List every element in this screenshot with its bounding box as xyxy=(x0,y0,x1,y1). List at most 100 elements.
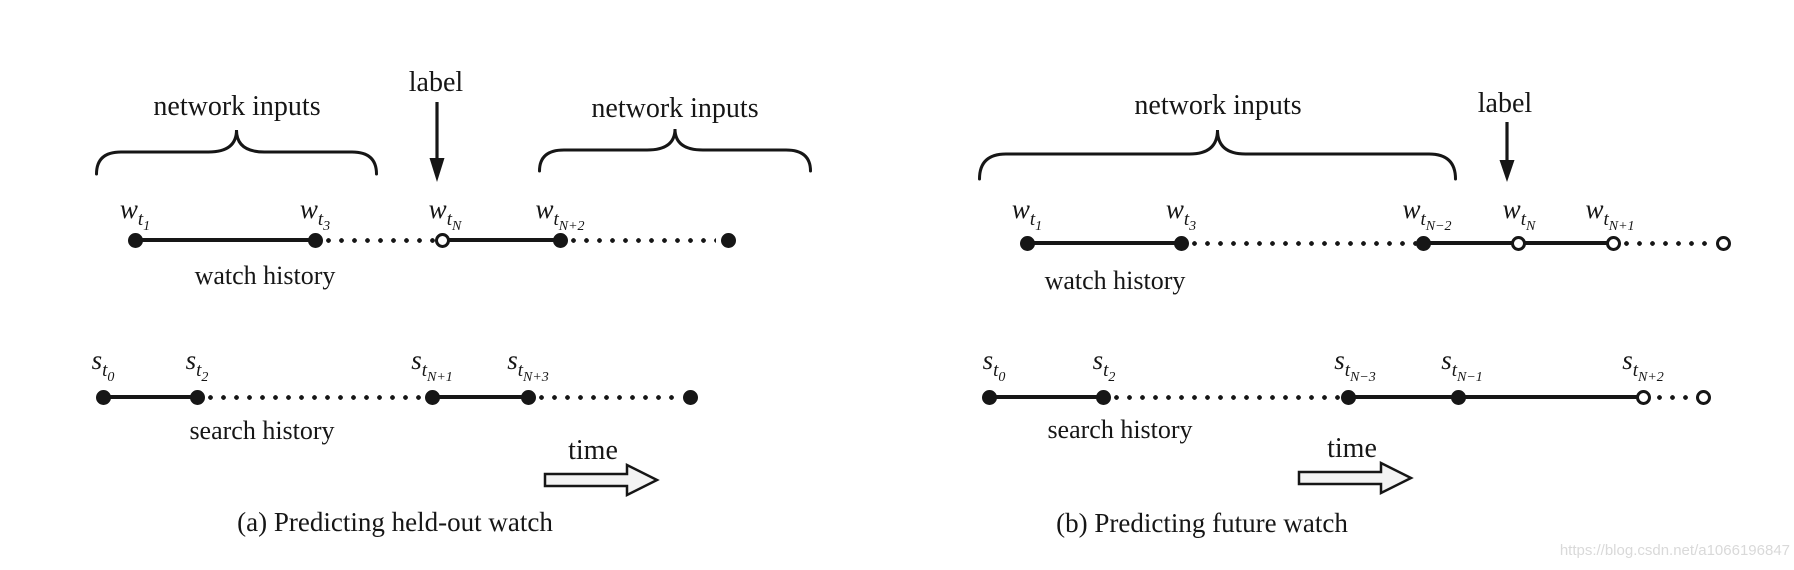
node-base: w xyxy=(428,194,447,224)
node-dot-filled xyxy=(682,389,698,405)
node-subsub: N xyxy=(451,219,462,234)
node-base: s xyxy=(91,345,103,375)
node-label-w-tN2-a: wtN+2 xyxy=(490,194,630,235)
timeline-segment-dotted xyxy=(1188,241,1417,246)
watch-history-label-b: watch history xyxy=(1044,266,1186,295)
node-subsub: N+1 xyxy=(427,370,453,385)
node-subsub: N−2 xyxy=(1425,219,1452,234)
node-subsub: 3 xyxy=(323,219,331,234)
search-history-label-a: search history xyxy=(189,416,335,445)
node-sub: t xyxy=(993,360,999,381)
node-label-w-tN-b: wtN xyxy=(1449,194,1589,235)
timeline-segment-dotted xyxy=(1653,395,1697,400)
node-sub: t xyxy=(1344,360,1350,381)
node-sub: t xyxy=(446,209,452,230)
node-label-w-tNm2-b: wtN−2 xyxy=(1357,194,1497,235)
watch-history-label-a: watch history xyxy=(194,261,336,290)
node-subsub: 3 xyxy=(1189,219,1197,234)
curly-brace-icon xyxy=(538,128,812,173)
node-sub: t xyxy=(196,360,202,381)
node-dot-filled xyxy=(307,232,323,248)
node-label-s-tN3-a: stN+3 xyxy=(458,345,598,386)
node-subsub: N−1 xyxy=(1457,370,1483,385)
node-base: w xyxy=(1011,194,1030,224)
label-text-b: label xyxy=(1477,88,1533,119)
node-sub: t xyxy=(1029,209,1036,230)
node-dot-filled xyxy=(1095,389,1111,405)
network-inputs-label-b: network inputs xyxy=(1134,90,1302,121)
node-label-w-tN1-b: wtN+1 xyxy=(1540,194,1680,235)
node-base: w xyxy=(119,194,138,224)
node-sub: t xyxy=(1183,209,1190,230)
node-dot-filled xyxy=(424,389,440,405)
node-dot-filled xyxy=(1415,235,1431,251)
timeline-segment-dotted xyxy=(535,395,680,400)
node-base: s xyxy=(185,345,197,375)
node-dot-open xyxy=(1695,389,1711,405)
node-dot-filled xyxy=(520,389,536,405)
node-label-s-t2-a: st2 xyxy=(127,345,267,386)
node-base: w xyxy=(1502,194,1521,224)
node-dot-filled xyxy=(1450,389,1466,405)
node-dot-filled xyxy=(189,389,205,405)
node-base: s xyxy=(411,345,422,375)
node-dot-filled xyxy=(981,389,997,405)
curly-brace-icon xyxy=(978,129,1457,181)
curly-brace-icon xyxy=(95,129,378,176)
node-base: w xyxy=(1585,194,1604,224)
label-text-a: label xyxy=(408,67,464,98)
watermark-text: https://blog.csdn.net/a1066196847 xyxy=(1559,542,1790,559)
search-history-label-b: search history xyxy=(1047,415,1193,444)
node-sub: t xyxy=(137,209,144,230)
timeline-segment-dotted xyxy=(322,238,436,243)
caption-b: (b) Predicting future watch xyxy=(1056,508,1348,538)
network-inputs-label-right-a: network inputs xyxy=(591,93,759,124)
time-label-a: time xyxy=(568,435,618,466)
node-dot-open xyxy=(434,232,450,248)
node-base: s xyxy=(982,345,994,375)
node-label-s-tNm1-b: stN−1 xyxy=(1392,345,1532,386)
caption-a: (a) Predicting held-out watch xyxy=(237,507,553,537)
node-base: s xyxy=(507,345,518,375)
node-label-s-tN1-a: stN+1 xyxy=(362,345,502,386)
node-sub: t xyxy=(317,209,324,230)
node-sub: t xyxy=(1603,209,1609,230)
node-subsub: 1 xyxy=(1035,219,1043,234)
timeline-segment-dotted xyxy=(204,395,426,400)
node-label-w-t1-b: wt1 xyxy=(957,194,1097,235)
node-subsub: 0 xyxy=(107,370,115,385)
timeline-segment-solid xyxy=(442,238,560,242)
node-sub: t xyxy=(517,360,523,381)
node-subsub: N+1 xyxy=(1608,219,1635,234)
node-subsub: N+2 xyxy=(1638,370,1664,385)
network-inputs-label-left-a: network inputs xyxy=(153,91,321,122)
node-base: w xyxy=(1402,194,1421,224)
node-dot-open xyxy=(1715,235,1731,251)
timeline-segment-solid xyxy=(1027,241,1181,245)
node-label-s-t0-b: st0 xyxy=(924,345,1064,386)
timeline-segment-solid xyxy=(1348,395,1637,399)
node-label-s-t0-a: st0 xyxy=(33,345,173,386)
node-subsub: 0 xyxy=(998,370,1006,385)
node-dot-filled xyxy=(720,232,736,248)
node-label-s-tNm3-b: stN−3 xyxy=(1285,345,1425,386)
timeline-segment-solid xyxy=(103,395,197,399)
node-subsub: 2 xyxy=(201,370,209,385)
timeline-segment-solid xyxy=(432,395,528,399)
timeline-segment-dotted xyxy=(1110,395,1342,400)
timeline-segment-solid xyxy=(135,238,315,242)
node-dot-filled xyxy=(127,232,143,248)
timeline-segment-dotted xyxy=(1620,241,1712,246)
node-sub: t xyxy=(1632,360,1638,381)
node-subsub: N xyxy=(1525,219,1536,234)
node-subsub: N−3 xyxy=(1350,370,1376,385)
node-label-w-t1-a: wt1 xyxy=(65,194,205,235)
down-arrow-icon xyxy=(1499,122,1515,182)
timeline-segment-solid xyxy=(989,395,1103,399)
node-dot-filled xyxy=(1340,389,1356,405)
node-sub: t xyxy=(1103,360,1109,381)
node-sub: t xyxy=(1420,209,1426,230)
node-base: w xyxy=(1165,194,1184,224)
node-sub: t xyxy=(1451,360,1457,381)
